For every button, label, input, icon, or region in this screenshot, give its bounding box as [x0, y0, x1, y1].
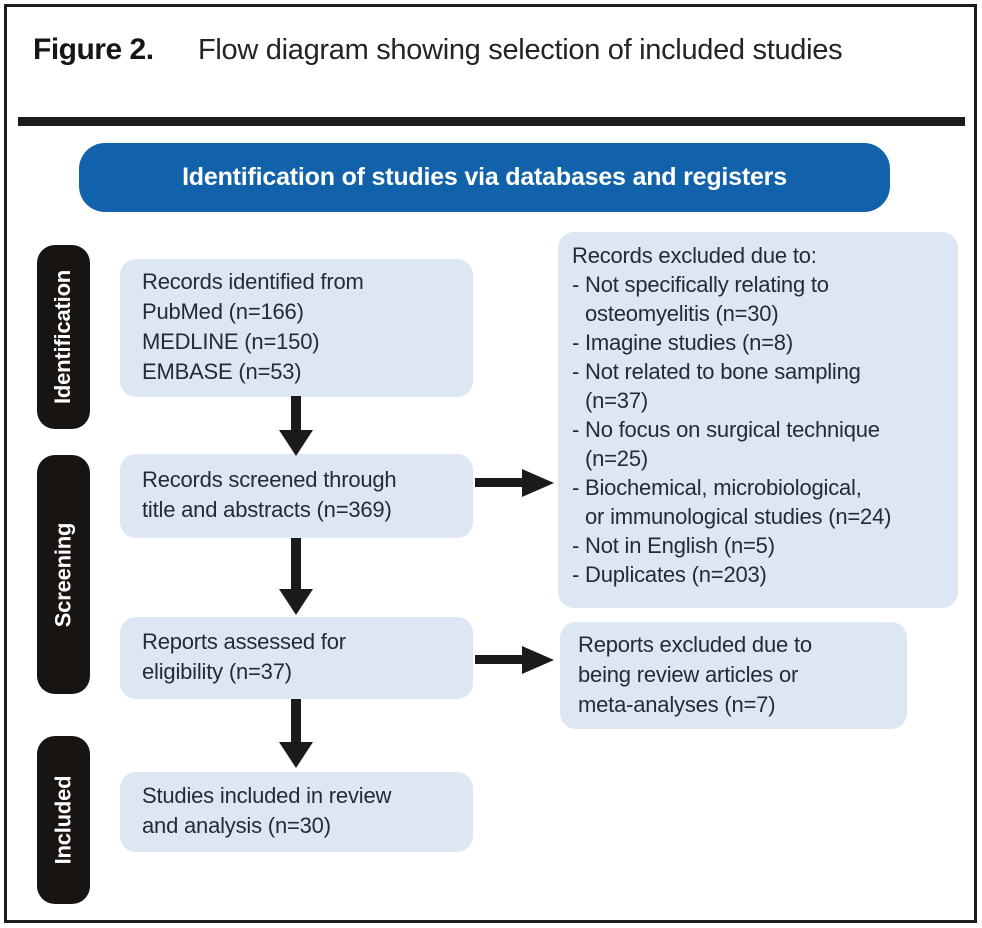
bullet-dash: - [572, 562, 580, 587]
flow-box-studies-included: Studies included in review and analysis … [120, 772, 473, 852]
figure-label: Figure 2. [33, 33, 154, 66]
bullet-dash: - [572, 475, 580, 500]
records-excluded-item: - No focus on surgical technique (n=25) [572, 417, 880, 471]
reports-assessed-text: Reports assessed for eligibility (n=37) [142, 629, 346, 684]
bullet-dash: - [572, 533, 580, 558]
records-excluded-item: - Not in English (n=5) [572, 533, 775, 558]
flow-box-records-identified: Records identified from PubMed (n=166) M… [120, 259, 473, 397]
flow-box-records-screened: Records screened through title and abstr… [120, 454, 473, 538]
bullet-dash: - [572, 417, 580, 442]
flow-box-reports-assessed: Reports assessed for eligibility (n=37) [120, 617, 473, 699]
arrowhead-down-icon [279, 589, 313, 615]
banner-label: Identification of studies via databases … [182, 163, 787, 191]
records-screened-text: Records screened through title and abstr… [142, 467, 397, 522]
records-excluded-item: - Imagine studies (n=8) [572, 330, 793, 355]
figure-frame [4, 4, 977, 923]
records-excluded-heading: Records excluded due to: [572, 243, 817, 268]
flow-box-records-excluded: Records excluded due to: - Not specifica… [558, 232, 958, 608]
arrow-assessed-to-included [291, 699, 301, 742]
records-identified-text: Records identified from PubMed (n=166) M… [142, 269, 364, 384]
stage-pill-identification: Identification [37, 245, 90, 429]
stage-label-identification: Identification [50, 269, 76, 405]
records-excluded-item: - Biochemical, microbiological, or immun… [572, 475, 892, 529]
arrow-assessed-to-reports-excluded [475, 655, 523, 664]
arrow-screened-to-records-excluded [475, 478, 523, 487]
arrow-identified-to-screened [291, 396, 301, 430]
reports-excluded-text: Reports excluded due to being review art… [578, 632, 812, 717]
bullet-dash: - [572, 359, 580, 384]
flow-box-reports-excluded: Reports excluded due to being review art… [560, 622, 907, 729]
figure-title: Flow diagram showing selection of includ… [198, 34, 843, 66]
records-excluded-item: - Not specifically relating to osteomyel… [572, 272, 829, 326]
arrowhead-right-icon [522, 469, 554, 497]
stage-pill-included: Included [37, 736, 90, 904]
stage-label-included: Included [50, 775, 76, 865]
stage-pill-screening: Screening [37, 455, 90, 694]
studies-included-text: Studies included in review and analysis … [142, 783, 392, 838]
arrowhead-down-icon [279, 742, 313, 768]
records-excluded-item: - Duplicates (n=203) [572, 562, 767, 587]
divider-rule [18, 117, 965, 126]
bullet-dash: - [572, 272, 580, 297]
banner-identification-via-databases: Identification of studies via databases … [79, 143, 890, 212]
arrowhead-down-icon [279, 430, 313, 456]
arrow-screened-to-assessed [291, 538, 301, 589]
records-excluded-item: - Not related to bone sampling (n=37) [572, 359, 861, 413]
arrowhead-right-icon [522, 646, 554, 674]
bullet-dash: - [572, 330, 580, 355]
stage-label-screening: Screening [50, 522, 76, 627]
